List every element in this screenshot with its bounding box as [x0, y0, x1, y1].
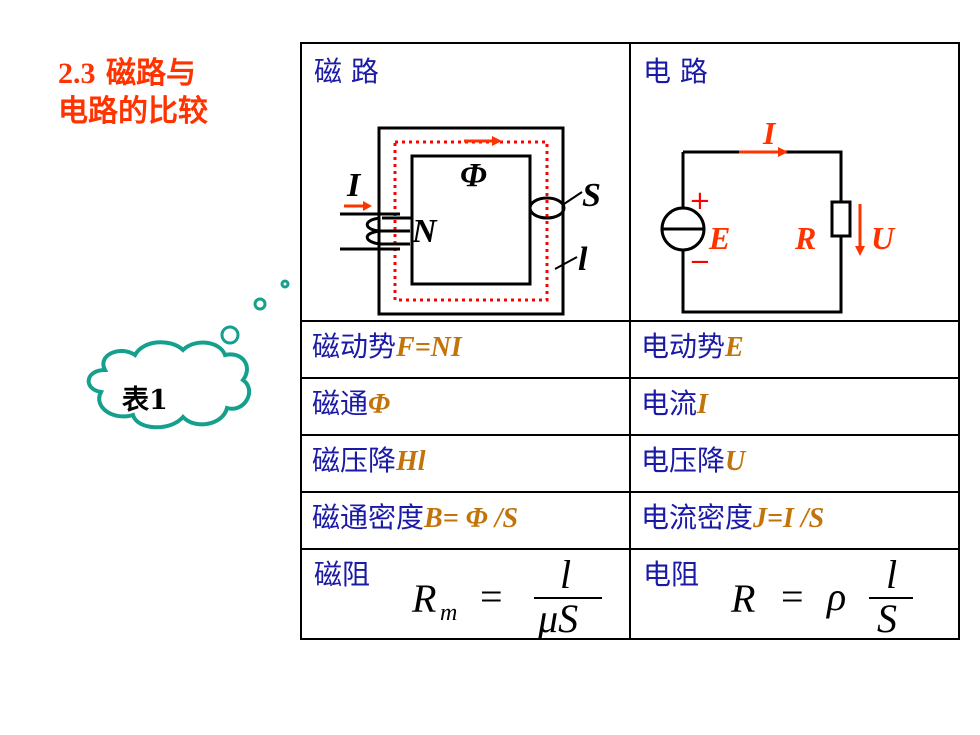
current-label: 电流: [641, 387, 698, 420]
electric-circuit-header: 电 路: [643, 55, 708, 88]
resistance-formula: R = ρ l S: [730, 552, 913, 638]
magnetic-circuit-header: 磁 路: [314, 55, 379, 88]
resistance-label: 电阻: [643, 558, 700, 591]
resistance-equals: =: [781, 574, 804, 619]
reluctance-numerator: l: [560, 552, 571, 597]
section-title-line1: 磁路与: [105, 56, 196, 91]
circuit-current-symbol: I: [762, 115, 777, 151]
electric-circuit-cell: 电 路 I E R: [629, 42, 960, 322]
section-title-line2: 电路的比较: [58, 94, 208, 129]
emf-label: 电动势: [641, 330, 726, 363]
reluctance-equals: =: [480, 574, 503, 619]
reluctance-subscript: m: [440, 600, 457, 626]
current-expression: I: [697, 389, 708, 420]
emf-symbol: E: [708, 220, 730, 256]
reluctance-label: 磁阻: [314, 558, 371, 591]
area-symbol: S: [582, 177, 601, 214]
current-cell: 电流I: [629, 377, 960, 436]
reluctance-cell: 磁阻 R m = l μS: [300, 548, 631, 640]
emf-expression: E: [725, 332, 744, 363]
magnetic-drop-cell: 磁压降Hl: [300, 434, 631, 493]
flux-cell: 磁通Φ: [300, 377, 631, 436]
electric-circuit-diagram: I E R U + −: [660, 115, 896, 314]
minus-sign: −: [689, 247, 711, 277]
mmf-label: 磁动势: [312, 330, 397, 363]
mmf-expression: F=NI: [396, 332, 462, 363]
flux-symbol: Φ: [460, 157, 487, 194]
current-density-label: 电流密度: [641, 501, 754, 534]
current-density-cell: 电流密度J=I /S: [629, 491, 960, 550]
current-density-expression: J=I /S: [753, 503, 825, 534]
reluctance-lhs: R: [411, 576, 436, 621]
resistor-symbol: R: [794, 220, 816, 256]
flux-density-label: 磁通密度: [312, 501, 425, 534]
comparison-table: 磁 路: [300, 42, 960, 640]
resistance-lhs: R: [730, 576, 755, 621]
reluctance-formula: R m = l μS: [411, 552, 602, 638]
bubble-label: 表1: [122, 385, 168, 416]
coil-current-symbol: I: [346, 167, 362, 204]
reluctance-denominator: μS: [537, 596, 578, 638]
magnetic-drop-expression: Hl: [396, 446, 426, 477]
length-symbol: l: [578, 241, 588, 278]
emf-cell: 电动势E: [629, 320, 960, 379]
voltage-symbol: U: [871, 220, 896, 256]
voltage-drop-cell: 电压降U: [629, 434, 960, 493]
magnetic-drop-label: 磁压降: [312, 444, 397, 477]
section-number: 2.3: [58, 57, 96, 90]
flux-expression: Φ: [368, 389, 391, 420]
magnetic-circuit-diagram: I Φ N S l: [340, 126, 601, 316]
turns-symbol: N: [411, 213, 438, 250]
resistance-cell: 电阻 R = ρ l S: [629, 548, 960, 640]
magnetic-circuit-cell: 磁 路: [300, 42, 631, 322]
section-title: 2.3 磁路与 电路的比较: [58, 55, 268, 131]
flux-density-expression: B= Φ /S: [424, 503, 519, 534]
mmf-cell: 磁动势F=NI: [300, 320, 631, 379]
voltage-drop-label: 电压降: [641, 444, 726, 477]
resistance-denominator: S: [877, 596, 897, 638]
resistivity-symbol: ρ: [825, 574, 846, 619]
flux-label: 磁通: [312, 387, 369, 420]
thought-bubble: [86, 279, 290, 430]
resistance-numerator: l: [886, 552, 897, 597]
flux-density-cell: 磁通密度B= Φ /S: [300, 491, 631, 550]
plus-sign: +: [689, 186, 711, 216]
voltage-drop-expression: U: [725, 446, 746, 477]
